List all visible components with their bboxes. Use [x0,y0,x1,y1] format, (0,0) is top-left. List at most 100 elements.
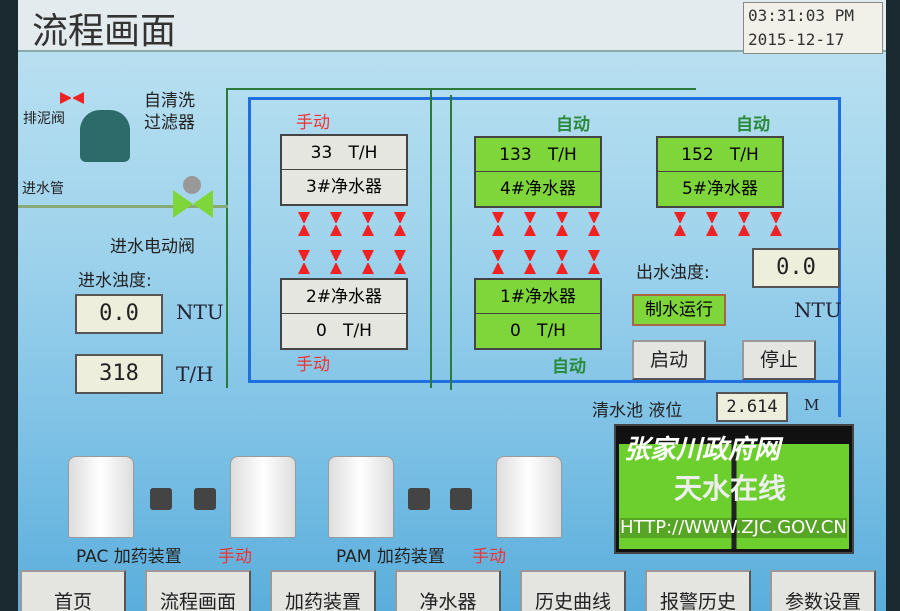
pam-tank-1 [328,456,394,538]
outlet-turbidity-label: 出水浊度: [636,263,710,283]
filter-icon [80,110,130,162]
valve-icon[interactable] [770,212,782,236]
purifier-5-mode: 自动 [736,115,770,135]
pipe [430,88,432,388]
header: 流程画面 03:31:03 PM 2015-12-17 [18,0,886,54]
actuator-icon [183,176,201,194]
nav-button[interactable]: 报警历史 [645,570,751,611]
purifier-4-mode: 自动 [556,115,590,135]
tank-level-value: 2.614 [716,392,788,422]
tank-level-label: 清水池 液位 [592,401,683,421]
tank-level-fill [619,444,849,549]
inlet-flow-unit: T/H [176,362,214,386]
pipe [248,97,838,100]
purifier-2[interactable]: 2#净水器 0 T/H [280,278,408,350]
flow: 0 T/H [316,321,372,341]
name: 4#净水器 [499,179,577,199]
pump-icon[interactable] [150,488,172,510]
valve-icon[interactable] [362,250,374,274]
pam-tank-2 [496,456,562,538]
purifier-4[interactable]: 133 T/H 4#净水器 [474,136,602,208]
electric-valve-label: 进水电动阀 [110,237,195,257]
valve-icon[interactable] [556,212,568,236]
outlet-unit: NTU [794,298,842,322]
time: 03:31:03 PM [748,6,854,25]
pump-icon[interactable] [408,488,430,510]
valve-icon[interactable] [492,212,504,236]
nav-button[interactable]: 流程画面 [145,570,251,611]
purifier-5[interactable]: 152 T/H 5#净水器 [656,136,784,208]
inlet-turbidity-unit: NTU [176,300,224,324]
start-button[interactable]: 启动 [632,340,706,380]
hmi-screen: 流程画面 03:31:03 PM 2015-12-17 排泥阀 自清洗 过滤器 … [18,0,886,611]
valve-icon[interactable] [330,212,342,236]
name: 2#净水器 [282,280,406,314]
pipe [226,88,228,388]
valve-icon[interactable] [556,250,568,274]
name: 1#净水器 [476,280,600,314]
valve-icon[interactable] [394,212,406,236]
purifier-3-mode: 手动 [296,113,330,133]
pac-tank-1 [68,456,134,538]
outlet-turbidity-value: 0.0 [752,248,840,288]
electric-valve-icon[interactable] [173,190,213,218]
filter-label: 自清洗 过滤器 [144,91,195,133]
watermark-site: 张家川政府网 [624,435,781,465]
purifier-1-mode: 自动 [552,357,586,377]
nav-button[interactable]: 历史曲线 [520,570,626,611]
pam-label: PAM 加药装置 [336,547,445,567]
nav-button[interactable]: 净水器 [395,570,501,611]
valve-icon[interactable] [492,250,504,274]
inlet-turbidity-label: 进水浊度: [78,271,152,291]
valve-icon[interactable] [738,212,750,236]
watermark-brand: 天水在线 [674,472,787,505]
nav-button[interactable]: 首页 [20,570,126,611]
page-title: 流程画面 [32,11,177,52]
pipe [18,205,228,208]
valve-icon[interactable] [588,250,600,274]
inlet-pipe-label: 进水管 [22,181,64,197]
purifier-1[interactable]: 1#净水器 0 T/H [474,278,602,350]
sludge-valve-icon[interactable] [60,92,84,104]
sludge-valve-label: 排泥阀 [23,111,65,127]
valve-icon[interactable] [674,212,686,236]
nav-button[interactable]: 参数设置 [770,570,876,611]
pam-mode: 手动 [472,547,506,567]
valve-icon[interactable] [706,212,718,236]
pump-icon[interactable] [194,488,216,510]
name: 5#净水器 [681,179,759,199]
valve-icon[interactable] [524,212,536,236]
pac-tank-2 [230,456,296,538]
pipe [248,97,251,382]
pipe [450,95,452,390]
pac-label: PAC 加药装置 [76,547,182,567]
date: 2015-12-17 [748,30,845,49]
valve-icon[interactable] [524,250,536,274]
valve-icon[interactable] [362,212,374,236]
watermark-url: HTTP://WWW.ZJC.GOV.CN [620,517,847,538]
stop-button[interactable]: 停止 [742,340,816,380]
pipe [248,380,838,383]
flow: 33 T/H [282,136,406,170]
tank-level-unit: M [804,396,820,414]
status-indicator: 制水运行 [632,294,726,326]
pump-icon[interactable] [450,488,472,510]
nav-button[interactable]: 加药装置 [270,570,376,611]
valve-icon[interactable] [330,250,342,274]
valve-icon[interactable] [298,250,310,274]
inlet-flow-value: 318 [75,354,163,394]
flow: 133 T/H [476,138,600,172]
pac-mode: 手动 [218,547,252,567]
valve-icon[interactable] [394,250,406,274]
inlet-turbidity-value: 0.0 [75,294,163,334]
name: 3#净水器 [305,177,383,197]
clear-water-tank [614,424,854,554]
valve-icon[interactable] [298,212,310,236]
pipe [226,88,696,90]
flow: 152 T/H [658,138,782,172]
valve-icon[interactable] [588,212,600,236]
flow: 0 T/H [510,321,566,341]
purifier-2-mode: 手动 [296,355,330,375]
clock: 03:31:03 PM 2015-12-17 [743,2,883,54]
purifier-3[interactable]: 33 T/H 3#净水器 [280,134,408,206]
